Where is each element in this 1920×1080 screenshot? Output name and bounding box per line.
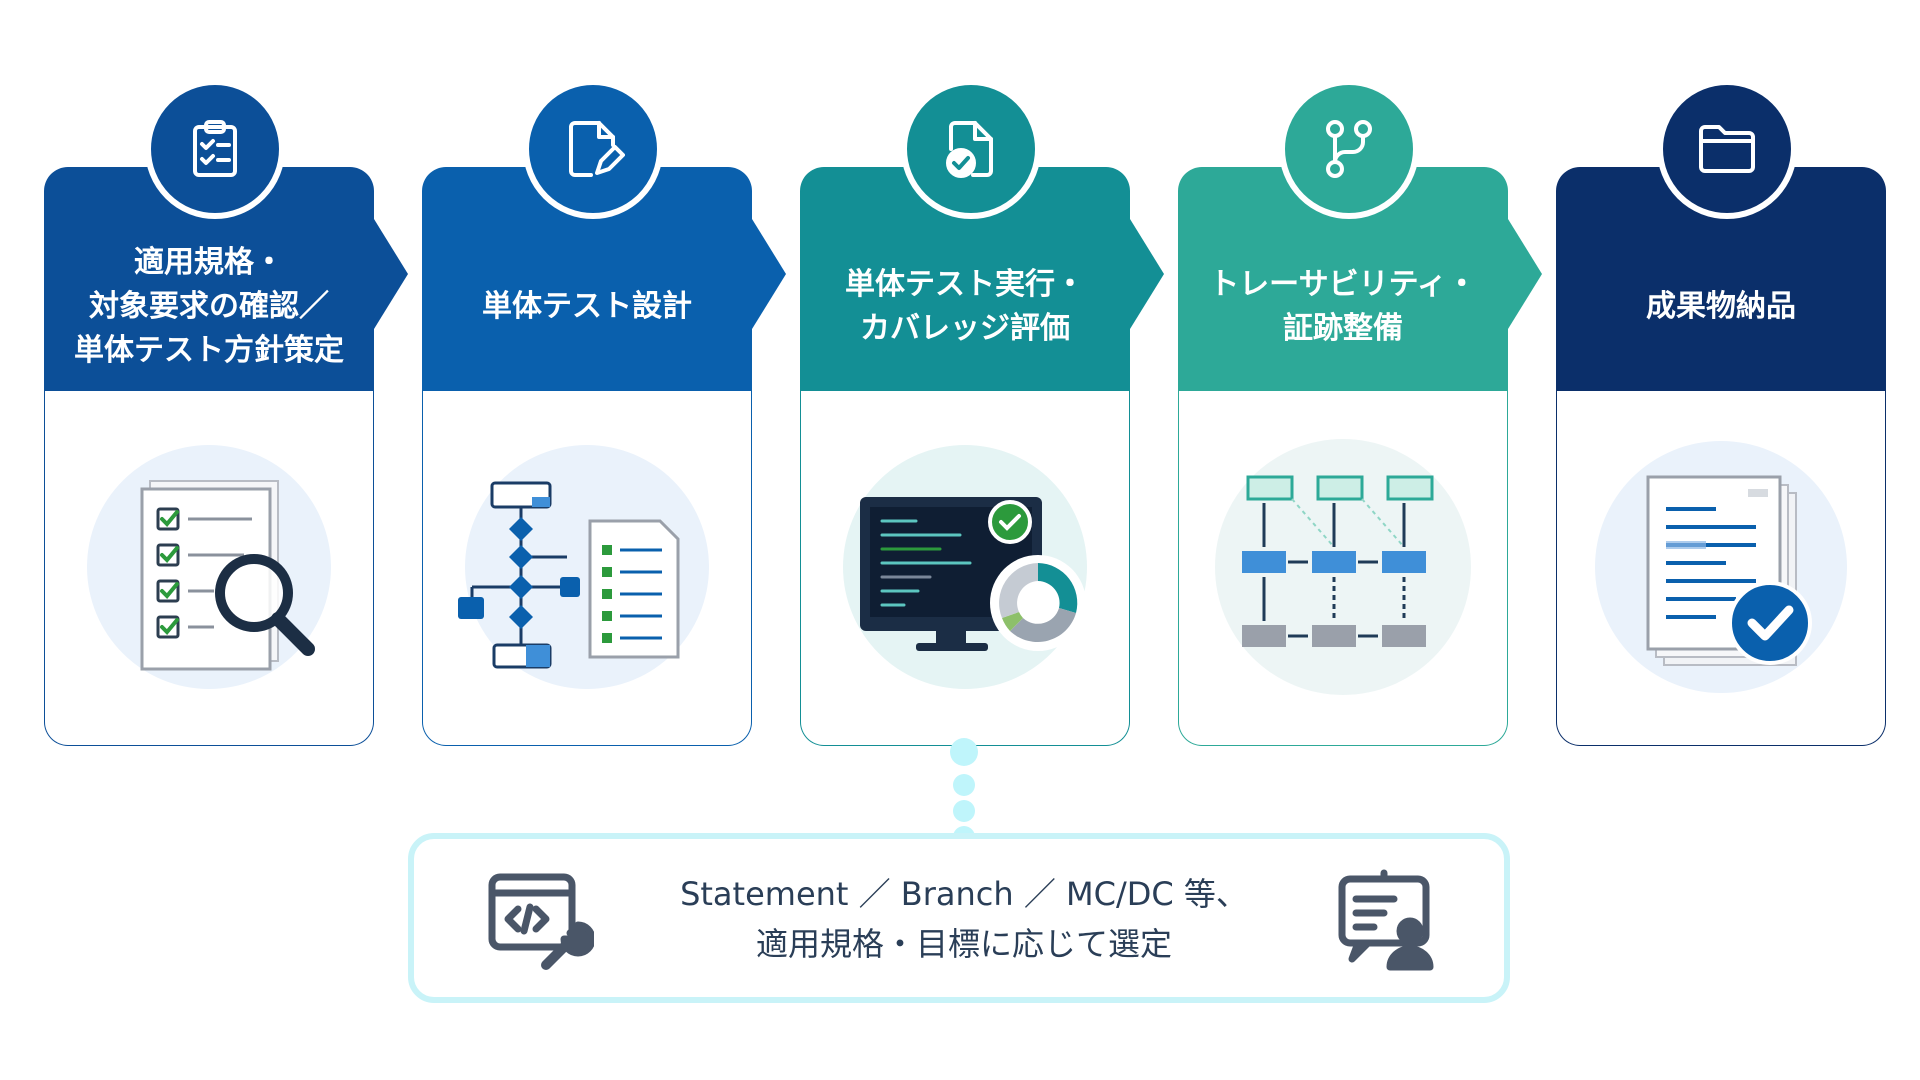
step-arrow xyxy=(374,219,408,329)
step-title: 適用規格・ 対象要求の確認／ 単体テスト方針策定 xyxy=(74,245,344,368)
checklist-magnifier-illustration xyxy=(64,417,354,717)
traceability-matrix-illustration xyxy=(1198,417,1488,717)
step-4: トレーサビリティ・ 証跡整備 xyxy=(1178,79,1542,747)
connector-dot xyxy=(953,774,975,796)
document-check-icon xyxy=(901,79,1041,219)
step-3: 単体テスト実行・ カバレッジ評価 xyxy=(800,79,1164,747)
step-title: 単体テスト設計 xyxy=(482,289,692,324)
note-line-1: Statement ／ Branch ／ MC/DC 等、 xyxy=(680,875,1248,913)
connector-dot xyxy=(953,800,975,822)
step-title: 単体テスト実行・ カバレッジ評価 xyxy=(845,267,1085,346)
step-5: 成果物納品 xyxy=(1556,79,1886,747)
step-title: 成果物納品 xyxy=(1646,289,1796,324)
note-text: Statement ／ Branch ／ MC/DC 等、 適用規格・目標に応じ… xyxy=(614,869,1314,969)
code-tool-icon xyxy=(484,869,596,983)
coverage-note-box: Statement ／ Branch ／ MC/DC 等、 適用規格・目標に応じ… xyxy=(408,833,1510,1003)
step-2: 単体テスト設計 xyxy=(422,79,786,747)
step-arrow xyxy=(1130,219,1164,329)
branch-icon xyxy=(1279,79,1419,219)
note-line-2: 適用規格・目標に応じて選定 xyxy=(755,925,1172,963)
monitor-coverage-illustration xyxy=(820,417,1110,717)
flowchart-checklist-illustration xyxy=(442,417,732,717)
presentation-user-icon xyxy=(1334,869,1444,983)
step-arrow xyxy=(752,219,786,329)
connector-dot xyxy=(950,738,978,766)
step-1: 適用規格・ 対象要求の確認／ 単体テスト方針策定 xyxy=(44,79,408,747)
step-arrow xyxy=(1508,219,1542,329)
documents-approved-illustration xyxy=(1576,417,1866,717)
document-edit-icon xyxy=(523,79,663,219)
step-title: トレーサビリティ・ 証跡整備 xyxy=(1209,267,1477,346)
folder-icon xyxy=(1657,79,1797,219)
clipboard-checklist-icon xyxy=(145,79,285,219)
